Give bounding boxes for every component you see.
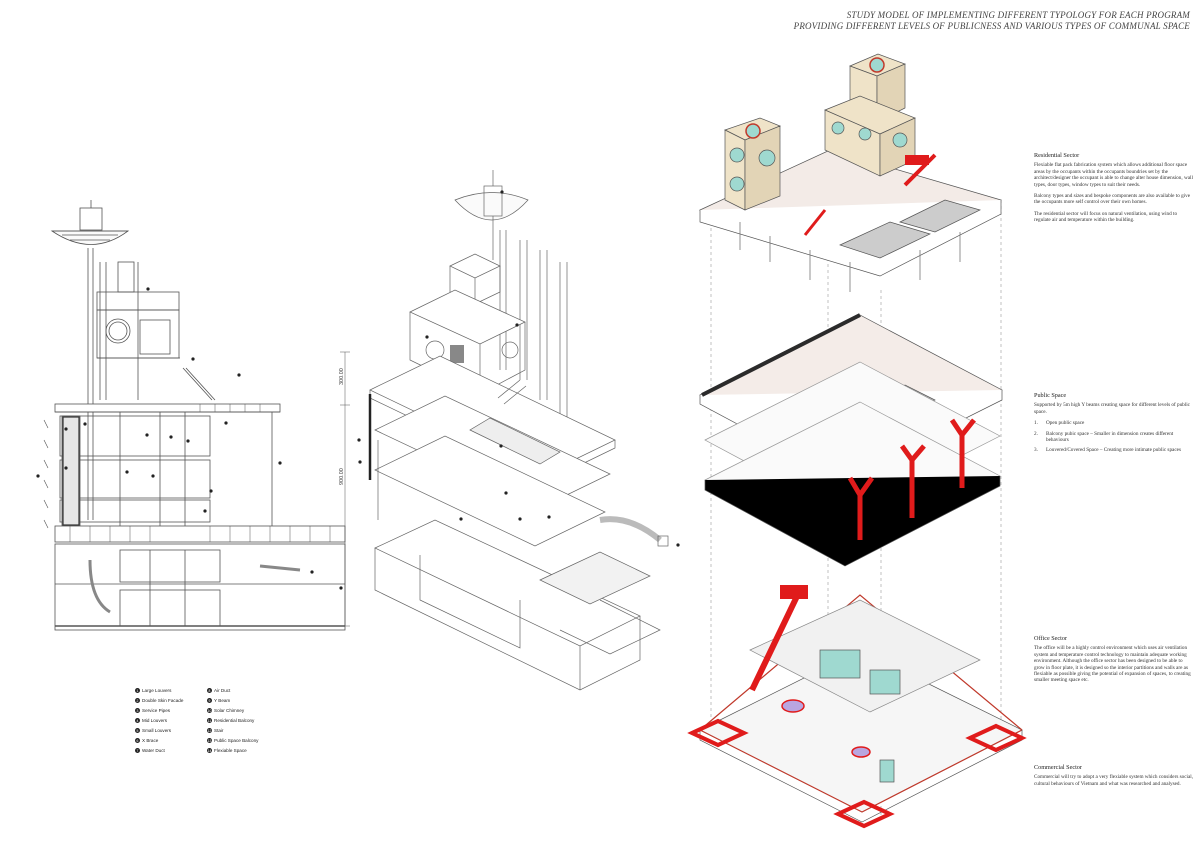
page-title: STUDY MODEL OF IMPLEMENTING DIFFERENT TY…	[794, 10, 1190, 32]
legend-number-badge: 3	[135, 708, 140, 713]
public-space-title: Public Space	[1034, 392, 1067, 399]
legend-label: Public Space Balcony	[214, 738, 259, 743]
legend-label: Solar Chimney	[214, 708, 245, 713]
residential-layer	[699, 53, 1002, 292]
page-title-line-2: PROVIDING DIFFERENT LEVELS OF PUBLICNESS…	[793, 21, 1190, 31]
legend-label: X Brace	[142, 738, 159, 743]
legend-number-badge: 14	[207, 748, 212, 753]
residential-paragraph-3: The residential sector will focus on nat…	[1034, 210, 1178, 224]
residential-paragraph-1: Flexiable flat pack fabrication system w…	[1034, 162, 1193, 188]
public-space-item: 3. Louvered/Covered Space – Creating mor…	[1034, 447, 1194, 453]
office-layer	[687, 585, 1027, 829]
office-paragraph-1: The office will be a highly control envi…	[1034, 645, 1191, 684]
legend-number-badge: 9	[207, 698, 212, 703]
public-space-intro: Supported by 5m high Y beams creating sp…	[1034, 402, 1190, 415]
axonometric-callouts	[357, 190, 680, 547]
residential-sector-note: Residential Sector Flexiable flat pack f…	[1034, 152, 1194, 229]
office-sector-title: Office Sector	[1034, 635, 1068, 642]
list-text: Louvered/Covered Space – Creating more i…	[1046, 447, 1181, 454]
canopy-dish-drawing	[50, 200, 130, 520]
legend-number-badge: 4	[135, 718, 140, 723]
page-title-line-1: STUDY MODEL OF IMPLEMENTING DIFFERENT TY…	[846, 10, 1190, 20]
legend-label: Water Duct	[142, 748, 165, 753]
section-elevation	[43, 200, 350, 631]
legend-number-badge: 8	[207, 688, 212, 693]
legend-number-badge: 2	[135, 698, 140, 703]
legend-label: Residential Balcony	[214, 718, 255, 723]
legend-number-badge: 5	[135, 728, 140, 733]
commercial-sector-note: Commercial Sector Commercial will try to…	[1034, 764, 1194, 792]
legend-number-badge: 11	[207, 718, 212, 723]
commercial-paragraph-1: Commercial will try to adopt a very flex…	[1034, 774, 1194, 787]
section-callouts	[36, 287, 343, 590]
list-text: Open public space	[1046, 420, 1085, 427]
legend-number-badge: 12	[207, 728, 212, 733]
legend-label: Mid Louvers	[142, 718, 168, 723]
legend-label: Service Pipes	[142, 708, 171, 713]
legend-label: Flexiable Space	[214, 748, 247, 753]
legend-label: Small Louvers	[142, 728, 172, 733]
public-space-item: 1. Open public space	[1034, 420, 1194, 426]
residential-paragraph-2: Balcony types and sizes and bespoke comp…	[1034, 193, 1191, 206]
residential-sector-title: Residential Sector	[1034, 152, 1080, 159]
dimension-lower: 900.00	[339, 468, 345, 485]
public-space-list: 1. Open public space 2. Balcony pubic sp…	[1034, 420, 1194, 454]
public-space-note: Public Space Supported by 5m high Y beam…	[1034, 392, 1194, 458]
legend-number-badge: 6	[135, 738, 140, 743]
legend-number-badge: 7	[135, 748, 140, 753]
legend-number-badge: 1	[135, 688, 140, 693]
list-text: Balcony pubic space – Smaller in dimensi…	[1046, 430, 1174, 444]
list-number: 3.	[1034, 447, 1038, 454]
legend-label: Double Skin Facade	[142, 698, 184, 703]
office-sector-note: Office Sector The office will be a highl…	[1034, 635, 1194, 689]
list-number: 2.	[1034, 430, 1038, 437]
legend-label: Air Duct	[214, 688, 231, 693]
commercial-sector-title: Commercial Sector	[1034, 764, 1082, 771]
dimension-upper: 300.00	[339, 368, 345, 385]
public-space-item: 2. Balcony pubic space – Smaller in dime…	[1034, 431, 1194, 444]
legend-label: Large Louvers	[142, 688, 172, 693]
legend-number-badge: 10	[207, 708, 212, 713]
legend-number-badge: 13	[207, 738, 212, 743]
list-number: 1.	[1034, 420, 1038, 427]
legend-label: Stair	[214, 728, 224, 733]
legend-label: Y Beam	[214, 698, 231, 703]
axonometric-wireframe	[368, 170, 669, 691]
public-space-layer	[699, 313, 1003, 567]
